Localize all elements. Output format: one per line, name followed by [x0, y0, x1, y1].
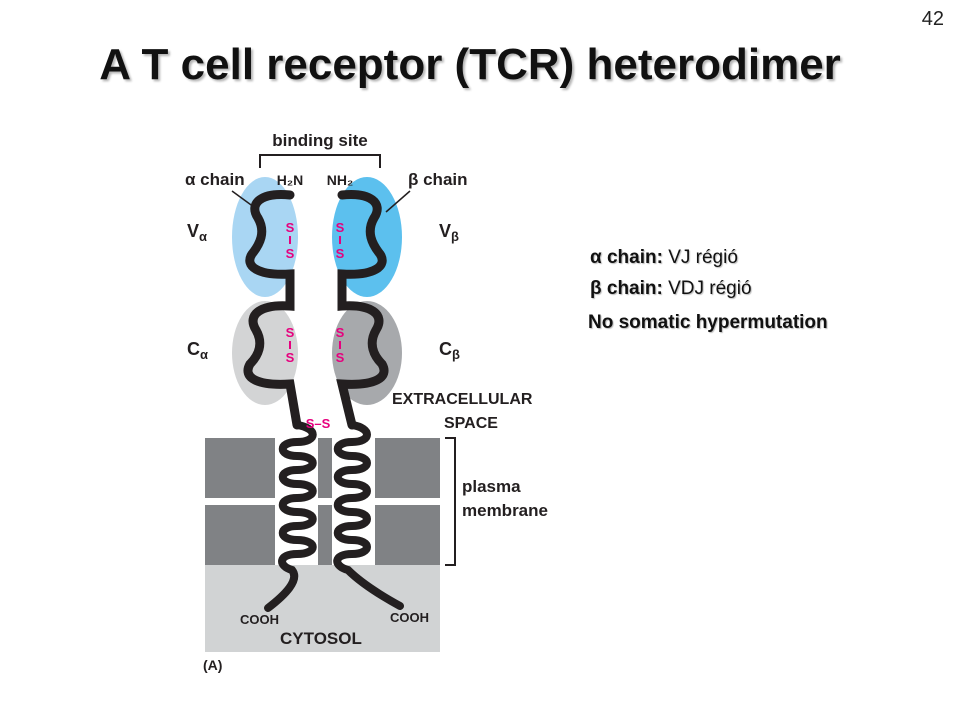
c-alpha-label: Cα [187, 339, 208, 362]
extracellular-label: EXTRACELLULAR [392, 391, 533, 408]
tcr-diagram: S S S S S S S S S–S binding site H₂N NH₂… [185, 131, 548, 673]
space-label: SPACE [444, 415, 498, 432]
cooh-left-label: COOH [240, 612, 279, 627]
plasma-label: plasma [462, 477, 521, 496]
s-label: S [336, 325, 345, 340]
alpha-chain-note-text: VJ régió [662, 247, 738, 268]
s-label: S [286, 220, 295, 235]
s-label: S [336, 246, 345, 261]
v-alpha-label: Vα [187, 221, 207, 244]
disulfide-bonds: S S S S S S S S S–S [286, 220, 345, 431]
beta-chain-backbone [336, 190, 389, 430]
slide-number: 42 [921, 8, 944, 30]
plasma-membrane [205, 438, 440, 565]
s-label: S [286, 246, 295, 261]
s-label: S [286, 350, 295, 365]
v-beta-label: Vβ [439, 221, 459, 244]
alpha-chain-note-label: α chain: [590, 247, 663, 268]
no-hypermutation-note: No somatic hypermutation [588, 312, 828, 333]
panel-label: (A) [203, 657, 222, 673]
membrane-label: membrane [462, 501, 548, 520]
beta-chain-note-label: β chain: [590, 278, 663, 299]
beta-chain-note-text: VDJ régió [662, 278, 752, 299]
binding-site-bracket [259, 154, 381, 168]
alpha-chain-note: α chain: VJ régió [590, 247, 738, 269]
cytosol-label: CYTOSOL [280, 629, 362, 648]
beta-helix [333, 421, 404, 610]
s-label: S [336, 350, 345, 365]
binding-site-label: binding site [272, 131, 367, 150]
beta-chain-label: β chain [408, 170, 468, 189]
beta-chain-note: β chain: VDJ régió [590, 278, 752, 300]
alpha-chain-backbone [243, 190, 302, 430]
s-label: S [286, 325, 295, 340]
h2n-label: H₂N [277, 172, 303, 188]
alpha-chain-label: α chain [185, 170, 245, 189]
interchain-ss-label: S–S [306, 416, 331, 431]
alpha-helix [264, 421, 317, 612]
s-label: S [336, 220, 345, 235]
cooh-right-label: COOH [390, 610, 429, 625]
slide-title: A T cell receptor (TCR) heterodimer [99, 40, 841, 89]
c-beta-label: Cβ [439, 339, 460, 362]
membrane-bracket [445, 437, 456, 566]
nh2-label: NH₂ [327, 172, 353, 188]
